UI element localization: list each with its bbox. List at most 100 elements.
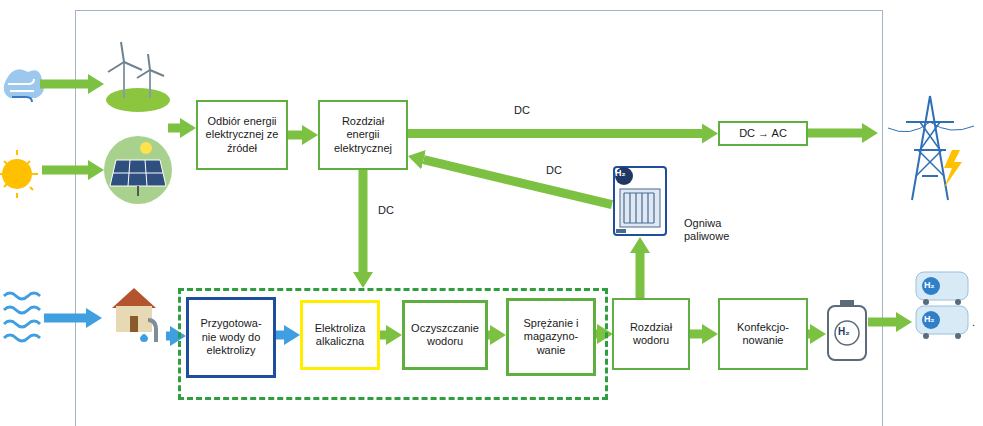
- hydrogen-truck-illustration: [955, 299, 961, 305]
- solar-panel-illustration: [104, 136, 172, 204]
- icon-label: H₂: [924, 314, 935, 324]
- hydrogen-truck-illustration: [923, 333, 929, 339]
- node-text: Rozdział energii elektrycznej: [327, 115, 399, 155]
- node-text: DC → AC: [739, 127, 787, 140]
- flow-arrow: [380, 331, 386, 340]
- hydrogen-truck-illustration: [922, 277, 940, 295]
- flow-arrow: [408, 129, 702, 138]
- process-box: Odbiór energii elektrycznej ze źródeł: [196, 100, 288, 170]
- water-intake-illustration: [140, 334, 148, 342]
- fuel-cell-icon: [624, 193, 654, 223]
- node-text: Rozdział wodoru: [621, 321, 681, 348]
- transmission-tower-illustration: [888, 96, 974, 200]
- process-box: Elektroliza alkaliczna: [300, 300, 380, 370]
- flow-arrow: [690, 330, 702, 339]
- sun-icon: [16, 193, 18, 198]
- source-arrow: [168, 124, 180, 133]
- solar-panel-illustration: [110, 160, 166, 186]
- hydrogen-cylinder-illustration: [840, 300, 854, 307]
- hydrogen-truck-illustration: [922, 311, 940, 329]
- sun-icon: [4, 184, 7, 187]
- flow-arrow: [488, 331, 490, 340]
- water-intake-illustration: [116, 306, 152, 332]
- node-text: Elektroliza alkaliczna: [310, 322, 370, 349]
- grid-arrow: [808, 129, 862, 138]
- node-caption: Ogniwa paliwowe: [684, 217, 746, 244]
- process-box: Sprężanie i magazyno- wanie: [506, 298, 596, 376]
- fuel-cell-icon: [615, 167, 633, 185]
- wind-icon: [10, 90, 34, 92]
- wind-turbine-illustration: [106, 42, 170, 112]
- frame: [76, 11, 883, 426]
- water-waves-icon: [4, 335, 40, 341]
- icon-label: H₂: [615, 168, 626, 178]
- sun-icon: [0, 173, 2, 175]
- water-waves-icon: [4, 293, 40, 341]
- wind-turbine-illustration: [106, 88, 170, 112]
- icon-label: H₂: [838, 326, 850, 337]
- sun-arrow: [42, 166, 88, 175]
- node-text: Konfekcjo- nowanie: [727, 321, 799, 348]
- edge-label: DC: [376, 204, 396, 216]
- edge-label: DC: [512, 104, 532, 116]
- node-text: Oczyszczanie wodoru: [411, 322, 479, 349]
- sun-icon: [4, 161, 7, 164]
- sun-icon: [30, 187, 33, 190]
- flow-arrow: [276, 331, 284, 340]
- flow-arrow: [636, 253, 645, 298]
- wind-arrow: [40, 80, 88, 89]
- sun-icon: [2, 159, 32, 189]
- hydrogen-truck-illustration: [916, 306, 968, 334]
- hydrogen-truck-illustration: [916, 272, 968, 300]
- hydrogen-cylinder-illustration: [828, 300, 866, 360]
- node-text: Przygotowa- nie wody do elektrolizy: [196, 317, 266, 357]
- hydrogen-truck-illustration: [955, 333, 961, 339]
- solar-panel-illustration: [104, 136, 172, 204]
- node-text: Odbiór energii elektrycznej ze źródeł: [205, 115, 279, 155]
- flow-arrow: [424, 160, 612, 205]
- hydrogen-cylinder-illustration: [835, 321, 859, 345]
- note-mark: .: [972, 316, 975, 328]
- process-box: Przygotowa- nie wody do elektrolizy: [186, 297, 276, 378]
- hydrogen-cylinder-illustration: [828, 306, 866, 360]
- delivery-arrow: [868, 318, 896, 327]
- water-intake-illustration: [148, 320, 156, 342]
- solar-panel-illustration: [113, 160, 163, 186]
- edge-label: DC: [544, 164, 564, 176]
- water-waves-icon: [4, 321, 40, 327]
- flow-arrow: [288, 131, 302, 140]
- wind-icon: [4, 69, 44, 102]
- wind-turbine-illustration: [149, 70, 151, 98]
- wind-turbine-illustration: [137, 54, 164, 78]
- group-frame: Przygotowa- nie wody do elektrolizy Elekt…: [178, 288, 608, 400]
- sun-icon: [16, 150, 18, 155]
- sun-icon: [0, 150, 38, 198]
- flow-arrow: [596, 330, 597, 339]
- icon-label: H₂: [924, 280, 935, 290]
- transmission-tower-illustration: [944, 150, 962, 188]
- sun-icon: [27, 161, 30, 164]
- process-box: Oczyszczanie wodoru: [402, 300, 488, 370]
- water-intake-illustration: [112, 288, 156, 342]
- fuel-cell-icon: [620, 189, 660, 227]
- water-intake-illustration: [130, 316, 138, 332]
- node-text: Sprężanie i magazyno- wanie: [516, 317, 586, 357]
- transmission-tower-illustration: [906, 96, 954, 200]
- product-arrow: [808, 330, 810, 339]
- process-box: Konfekcjo- nowanie: [718, 298, 808, 370]
- hydrogen-truck-illustration: [916, 272, 968, 339]
- fuel-cell-icon: [616, 229, 626, 233]
- transmission-tower-illustration: [888, 122, 974, 132]
- wind-icon: [8, 79, 34, 84]
- water-arrow: [166, 332, 170, 341]
- sun-icon: [0, 150, 38, 198]
- water-waves-icon: [4, 293, 40, 299]
- flow-arrow: [359, 170, 368, 272]
- solar-panel-illustration: [140, 142, 152, 154]
- process-box: Rozdział wodoru: [612, 298, 690, 370]
- hydrogen-truck-illustration: [923, 299, 929, 305]
- wind-turbine-illustration: [123, 62, 125, 98]
